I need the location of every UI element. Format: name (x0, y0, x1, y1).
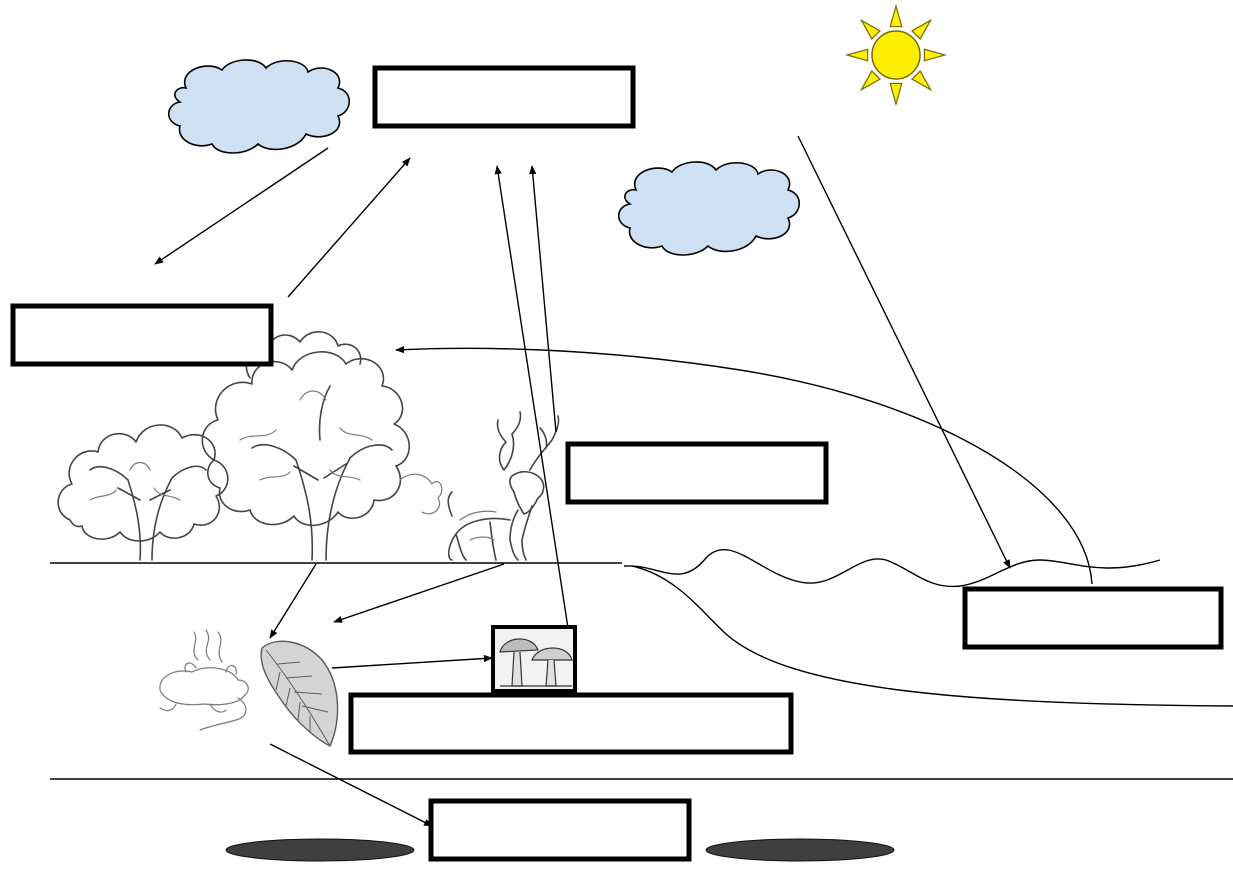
tree-icon (201, 331, 410, 561)
sun-icon (844, 3, 948, 107)
arrow-precipitation-to-plants (154, 147, 329, 265)
sun-ray (923, 48, 948, 62)
mushroom-icon (491, 625, 577, 693)
label-box-ocean[interactable] (962, 586, 1224, 650)
sun-ray (859, 18, 881, 40)
fossil-deposit-icon (705, 838, 895, 862)
arrow-plants-to-decomposition (269, 563, 317, 639)
arrow-decomposers-to-atmosphere (494, 165, 569, 629)
arrow-plants-to-atmosphere (287, 157, 411, 298)
label-box-fossil-fuels[interactable] (428, 798, 692, 862)
sun-ray (859, 70, 881, 92)
sun-ray (911, 70, 933, 92)
arrow-sun-to-ocean (797, 135, 1011, 569)
label-box-animals[interactable] (565, 441, 829, 505)
ocean-floor-curve (631, 565, 1233, 707)
arrow-leaf-to-decomposers (331, 654, 493, 669)
leaf-icon (260, 640, 339, 747)
cloud-icon (617, 161, 801, 256)
label-box-atmosphere[interactable] (372, 65, 636, 129)
deer-icon (447, 411, 560, 561)
arrow-animals-to-decomposition (333, 563, 505, 623)
tree-icon (399, 473, 443, 515)
sun-ray (844, 48, 869, 62)
arrow-dead-matter-to-fossil-fuels (269, 743, 433, 827)
sun-ray (889, 3, 903, 28)
cloud-icon (167, 59, 351, 154)
tree-icon (57, 424, 229, 561)
dead-mouse-icon (159, 629, 249, 731)
label-box-plants[interactable] (10, 303, 274, 367)
arrow-ocean-to-plants (395, 346, 1093, 585)
sun-ray (911, 18, 933, 40)
label-box-decomposers[interactable] (348, 692, 794, 755)
sun-ray (889, 82, 903, 107)
arrow-animals-to-atmosphere (529, 165, 557, 433)
fossil-deposit-icon (225, 838, 415, 862)
water-surface-wave (623, 548, 1161, 588)
